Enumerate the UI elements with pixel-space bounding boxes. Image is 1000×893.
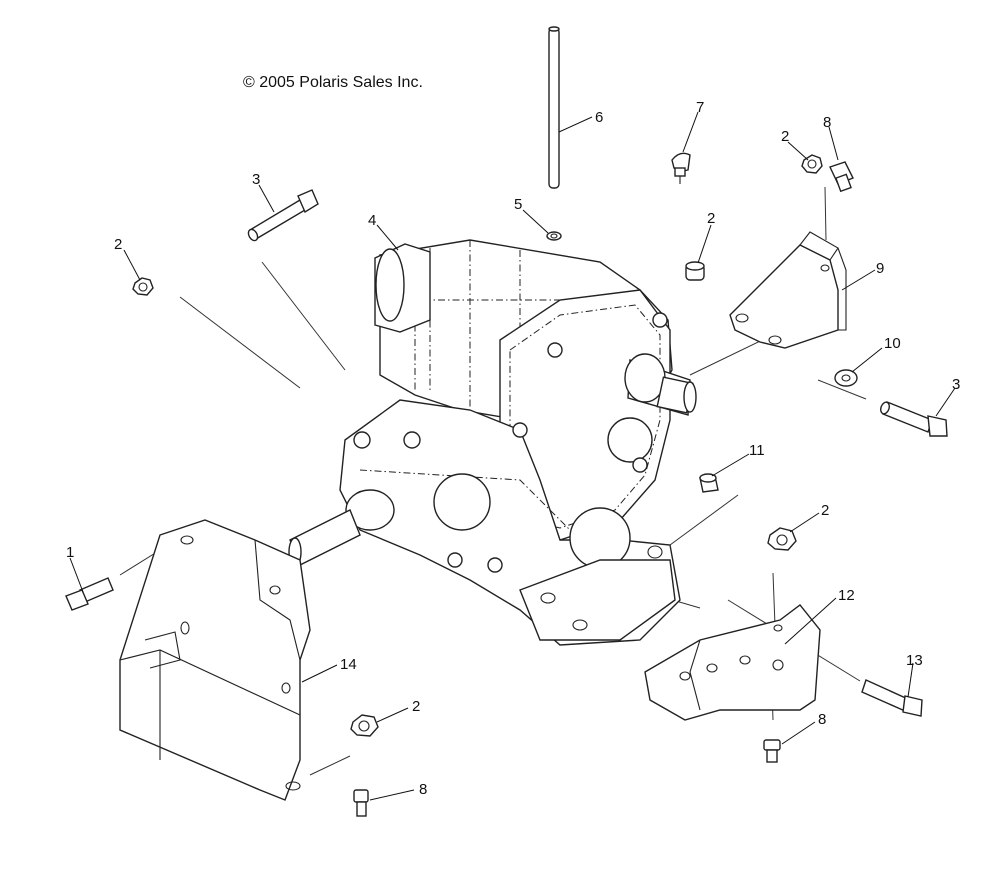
plug-11 bbox=[699, 473, 719, 493]
callout-13: 13 bbox=[906, 652, 923, 669]
callout-labels: 1 2 3 4 5 6 7 2 8 2 9 10 3 11 2 12 13 8 … bbox=[66, 99, 960, 798]
callout-12: 12 bbox=[838, 587, 855, 604]
bolt-13 bbox=[861, 679, 923, 717]
callout-2: 2 bbox=[781, 128, 789, 145]
callout-11: 11 bbox=[749, 442, 765, 459]
callout-9: 9 bbox=[876, 260, 884, 277]
vent-fitting bbox=[671, 152, 691, 184]
callout-2: 2 bbox=[114, 236, 122, 253]
bolt-8-upper bbox=[829, 161, 854, 193]
dipstick-rod bbox=[548, 26, 560, 189]
callout-1: 1 bbox=[66, 544, 74, 561]
bolt-1 bbox=[65, 577, 114, 611]
bracket-12 bbox=[644, 604, 821, 721]
callout-8: 8 bbox=[419, 781, 427, 798]
bolt-8-lower-right bbox=[763, 739, 781, 763]
callout-14: 14 bbox=[340, 656, 357, 673]
leader-lines bbox=[69, 111, 956, 801]
callout-2: 2 bbox=[412, 698, 420, 715]
callout-3: 3 bbox=[252, 171, 260, 188]
nut-2-lower bbox=[350, 714, 379, 737]
nut-2-upper-left bbox=[132, 277, 154, 296]
transmission-assembly bbox=[288, 239, 697, 646]
callout-8: 8 bbox=[818, 711, 826, 728]
callout-10: 10 bbox=[884, 335, 901, 352]
copyright-notice: © 2005 Polaris Sales Inc. bbox=[243, 74, 423, 91]
callout-5: 5 bbox=[514, 196, 522, 213]
callout-4: 4 bbox=[368, 212, 376, 229]
callout-2: 2 bbox=[821, 502, 829, 519]
nut-2-right bbox=[767, 527, 797, 551]
bolt-3-upper bbox=[247, 189, 319, 242]
bolt-3-right bbox=[880, 401, 948, 437]
bracket-14 bbox=[119, 519, 311, 801]
spacer-2 bbox=[685, 261, 705, 281]
bracket-9 bbox=[729, 231, 847, 349]
callout-8: 8 bbox=[823, 114, 831, 131]
callout-3: 3 bbox=[952, 376, 960, 393]
callout-6: 6 bbox=[595, 109, 603, 126]
clip bbox=[546, 231, 562, 241]
washer-10 bbox=[834, 369, 858, 387]
callout-7: 7 bbox=[696, 99, 704, 116]
callout-2: 2 bbox=[707, 210, 715, 227]
bolt-8-lower-left bbox=[353, 789, 369, 817]
